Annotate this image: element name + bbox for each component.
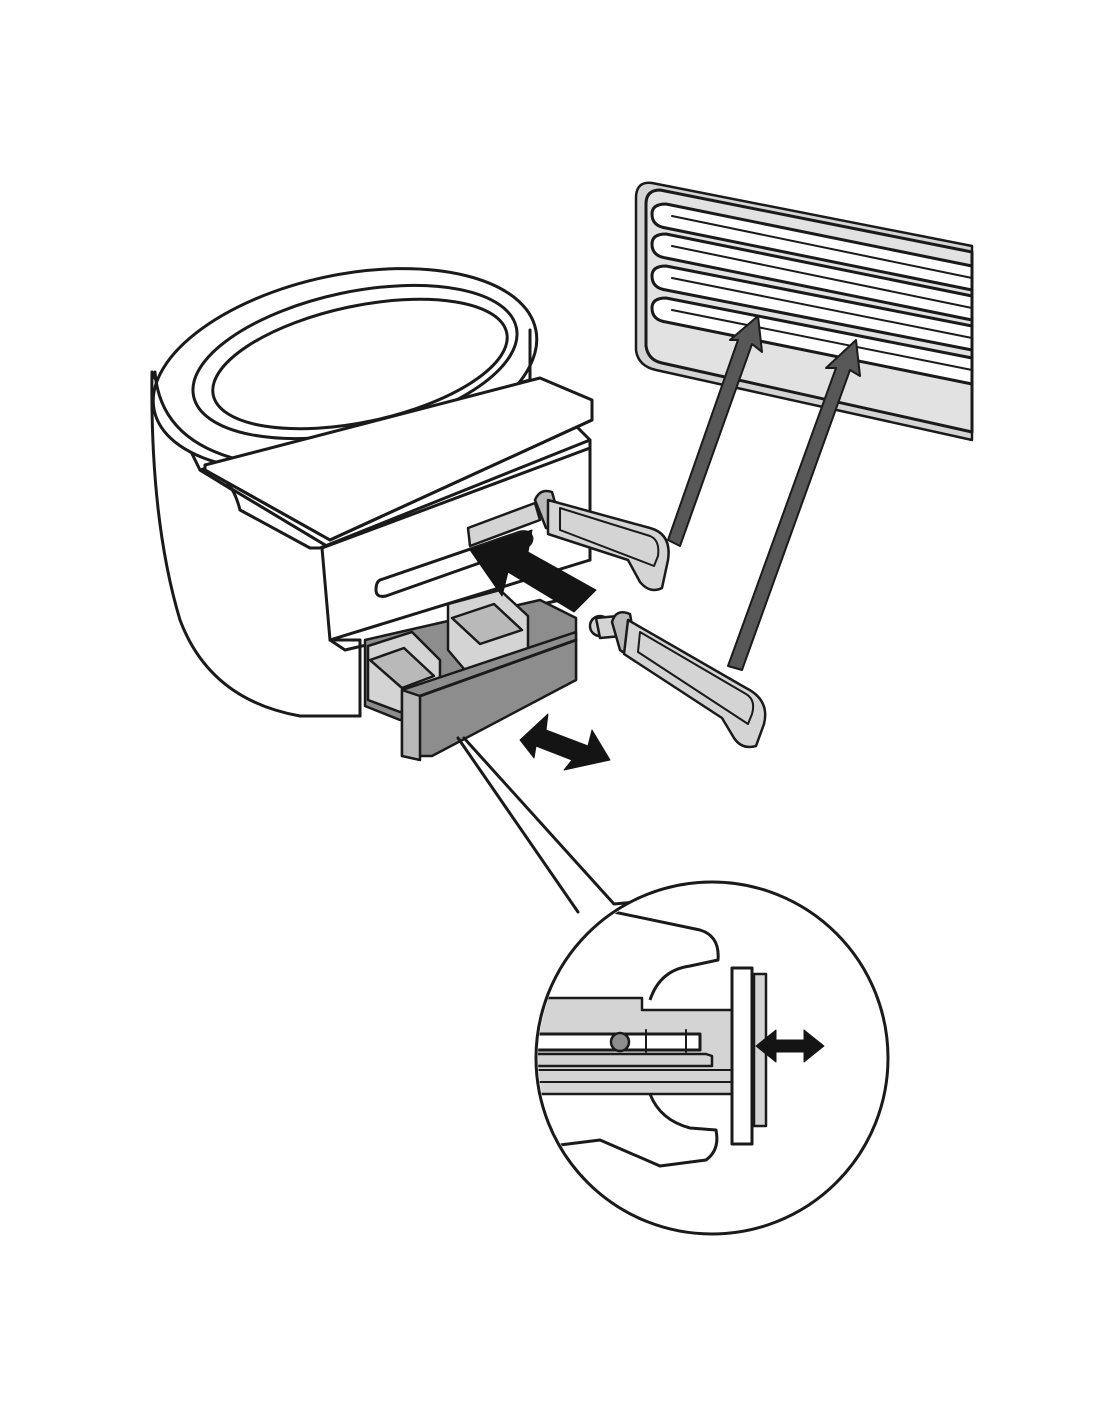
handle-upper	[466, 489, 670, 592]
waste-tank-drawer	[363, 588, 578, 762]
grille-slot-1	[650, 202, 974, 292]
handle-to-grille-arrow-2	[727, 339, 861, 671]
vent-grille	[634, 181, 974, 442]
grille-slot-4	[650, 296, 974, 386]
insert-arrow	[469, 529, 597, 613]
detail-magnifier	[534, 880, 890, 1236]
grille-slot-2	[650, 232, 974, 322]
handle-lower	[588, 611, 767, 749]
slide-double-arrow	[519, 713, 611, 771]
grille-slot-3	[650, 264, 974, 352]
toilet-body	[150, 267, 594, 718]
locking-pin	[609, 1031, 631, 1053]
callout-line	[456, 736, 660, 914]
handle-to-grille-arrow-1	[667, 315, 763, 547]
detail-double-arrow	[755, 1029, 825, 1063]
